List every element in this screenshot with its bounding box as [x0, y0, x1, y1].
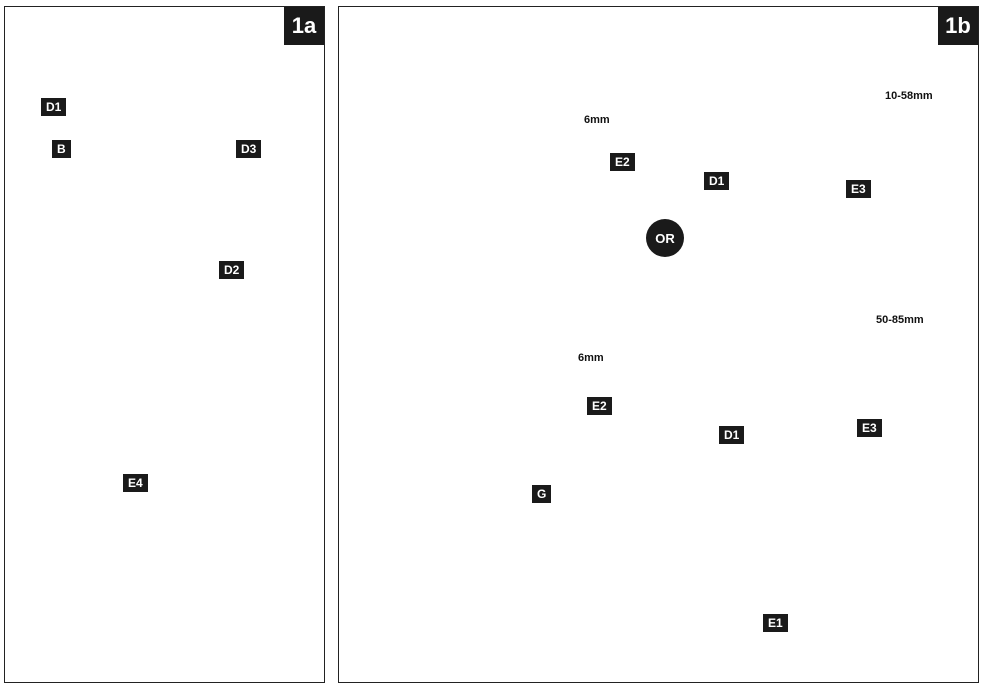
label-e3-top: E3: [846, 180, 871, 198]
label-e2-top: E2: [610, 153, 635, 171]
label-g: G: [532, 485, 552, 503]
panel-1b: 1b: [338, 6, 979, 683]
panel-1a: 1a: [4, 6, 325, 683]
or-badge: OR: [646, 219, 684, 257]
step-badge-1a: 1a: [284, 7, 324, 45]
label-e2-bottom: E2: [587, 397, 612, 415]
label-e4: E4: [123, 474, 148, 492]
label-d1: D1: [41, 98, 67, 116]
dimension-range-top: 10-58mm: [885, 90, 933, 102]
label-d1-top: D1: [704, 172, 730, 190]
label-e3-bottom: E3: [857, 419, 882, 437]
step-badge-1b: 1b: [938, 7, 978, 45]
dimension-range-bottom: 50-85mm: [876, 314, 924, 326]
label-d1-bottom: D1: [719, 426, 745, 444]
label-b: B: [52, 140, 71, 158]
dimension-hole-top: 6mm: [584, 114, 610, 126]
label-d3: D3: [236, 140, 262, 158]
dimension-hole-bottom: 6mm: [578, 352, 604, 364]
label-e1: E1: [763, 614, 788, 632]
label-d2: D2: [219, 261, 245, 279]
